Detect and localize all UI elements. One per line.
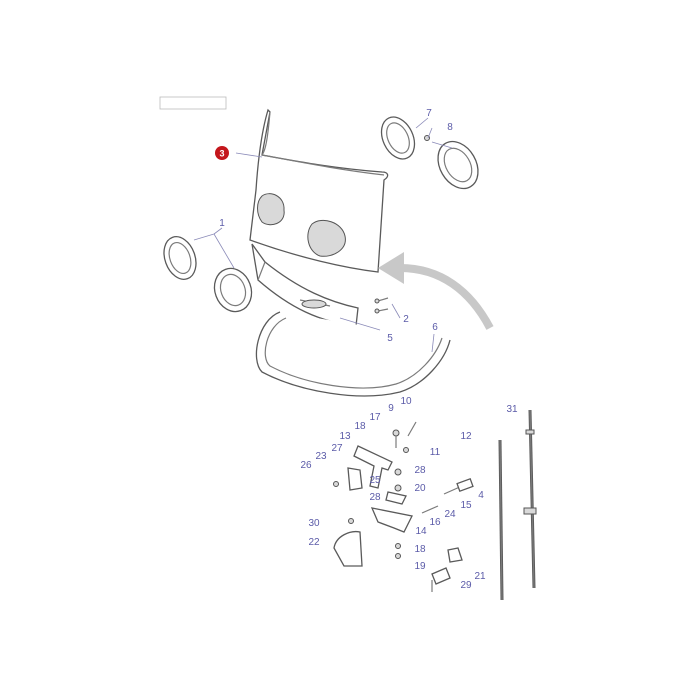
callout-29[interactable]: 29 bbox=[460, 580, 472, 591]
callout-28-lower[interactable]: 28 bbox=[369, 492, 381, 503]
callout-15[interactable]: 15 bbox=[460, 500, 472, 511]
latch-assembly[interactable] bbox=[333, 421, 474, 592]
callout-5[interactable]: 5 bbox=[387, 333, 393, 344]
callout-18-lower[interactable]: 18 bbox=[414, 544, 426, 555]
header-stamp bbox=[159, 96, 227, 110]
callout-18-upper[interactable]: 18 bbox=[354, 421, 366, 432]
callout-31[interactable]: 31 bbox=[506, 404, 518, 415]
callout-11[interactable]: 11 bbox=[430, 447, 441, 458]
leader-lines bbox=[193, 117, 453, 353]
callout-1[interactable]: 1 bbox=[219, 218, 225, 229]
callout-21[interactable]: 21 bbox=[474, 571, 486, 582]
svg-text:3: 3 bbox=[219, 149, 224, 159]
bonnet-panel[interactable] bbox=[249, 108, 389, 273]
callout-10[interactable]: 10 bbox=[400, 396, 412, 407]
headlamp-ring-right[interactable] bbox=[375, 112, 486, 196]
callout-14[interactable]: 14 bbox=[415, 526, 427, 537]
support-rods[interactable] bbox=[498, 409, 537, 601]
callout-27[interactable]: 27 bbox=[331, 443, 343, 454]
callout-24[interactable]: 24 bbox=[444, 509, 456, 520]
callout-23[interactable]: 23 bbox=[315, 451, 327, 462]
callout-6[interactable]: 6 bbox=[432, 322, 438, 333]
callout-22[interactable]: 22 bbox=[308, 537, 320, 548]
seal-frame[interactable] bbox=[255, 311, 451, 397]
callout-2[interactable]: 2 bbox=[403, 314, 409, 325]
highlight-badge-3[interactable]: 3 bbox=[215, 146, 229, 160]
headlamp-ring-left[interactable] bbox=[158, 232, 257, 317]
direction-arrow bbox=[378, 252, 494, 330]
callout-13[interactable]: 13 bbox=[339, 431, 351, 442]
callout-20[interactable]: 20 bbox=[414, 483, 426, 494]
callout-8[interactable]: 8 bbox=[447, 122, 453, 133]
callout-7[interactable]: 7 bbox=[426, 108, 432, 119]
callout-12[interactable]: 12 bbox=[460, 431, 472, 442]
callout-9[interactable]: 9 bbox=[388, 403, 394, 414]
callout-19[interactable]: 19 bbox=[414, 561, 426, 572]
callout-30[interactable]: 30 bbox=[308, 518, 320, 529]
grille-bar[interactable] bbox=[251, 243, 359, 327]
callout-16[interactable]: 16 bbox=[429, 517, 441, 528]
callout-4[interactable]: 4 bbox=[478, 490, 484, 501]
callout-26[interactable]: 26 bbox=[300, 460, 312, 471]
callout-28-upper[interactable]: 28 bbox=[414, 465, 426, 476]
bolts[interactable] bbox=[374, 297, 389, 314]
callout-25[interactable]: 25 bbox=[369, 475, 381, 486]
callout-17[interactable]: 17 bbox=[369, 412, 381, 423]
